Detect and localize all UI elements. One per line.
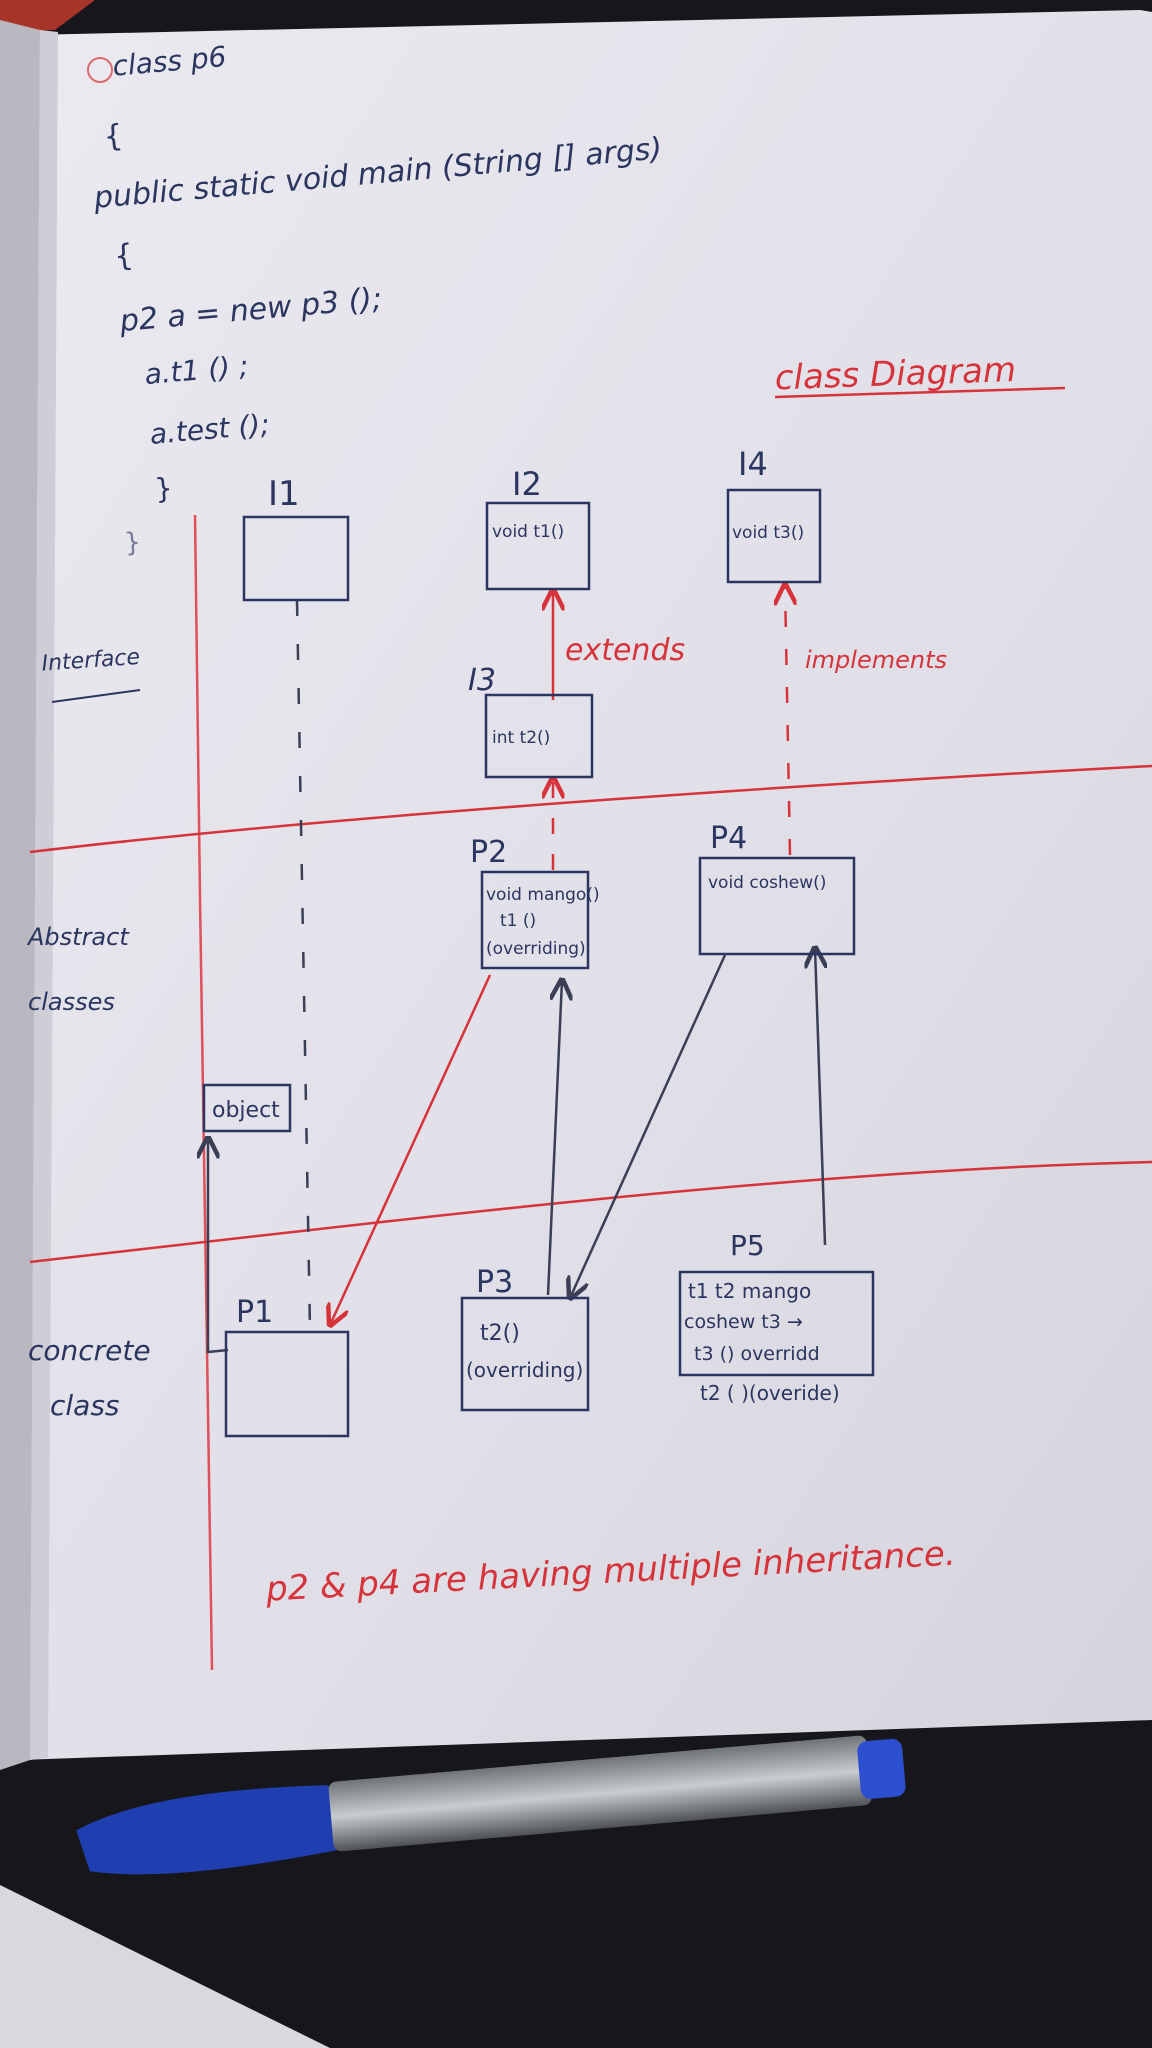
node-i1: I1 [242,474,350,602]
node-p2-line-0: void mango() [486,885,600,905]
node-p5: P5 t1 t2 mango coshew t3 → t3 () overrid… [678,1229,875,1405]
node-object: object [202,1083,292,1133]
section-label-concrete-1: concrete [28,1334,151,1367]
section-label-concrete-2: class [50,1389,120,1422]
node-i3-title: I3 [468,663,496,698]
paper-corner [0,1885,330,2048]
node-p2-line-2: (overriding) [486,939,586,959]
edge-p1-object [208,1138,229,1354]
node-p5-line-3: t2 ( )(overide) [700,1381,840,1405]
label-extends: extends [565,633,685,668]
node-p3-line-0: t2() [480,1321,520,1346]
node-p4-line-0: void coshew() [708,873,826,893]
pen-end [857,1738,906,1799]
node-i4-title: I4 [738,445,768,483]
title-underline [774,386,1066,399]
node-p3-line-1: (overriding) [466,1358,583,1382]
section-label-abstract-2: classes [28,988,115,1016]
edge-p3-p2 [546,980,562,1296]
node-p5-title: P5 [730,1229,765,1262]
node-p3: P3 t2() (overriding) [460,1265,590,1412]
notebook-page [20,10,1152,1760]
node-p2-line-1: t1 () [500,911,536,931]
node-i4-line-0: void t3() [732,523,804,543]
red-cloth-corner [0,0,95,32]
divider-abstract-concrete [29,1160,1152,1264]
node-i2-title: I2 [512,465,542,503]
notebook-spine [0,20,40,1770]
code-close-brace-2: } [123,527,142,558]
node-i3: I3 int t2() [468,663,594,779]
code-close-brace-1: } [153,471,174,505]
edge-i1-p1 [295,599,312,1331]
edge-p2-p1 [330,974,492,1325]
node-i3-line-0: int t2() [492,728,550,748]
code-open-brace-2: { [113,238,135,275]
node-i1-title: I1 [268,474,300,514]
node-object-line-0: object [212,1098,280,1123]
edge-p4-p3 [570,954,727,1298]
divider-interface-abstract [29,764,1152,854]
node-p1-title: P1 [236,1295,273,1330]
edge-p5-p4 [815,948,825,1246]
node-p5-line-1: coshew t3 → [684,1311,803,1333]
pen [76,1735,906,1875]
pen-barrel [328,1735,872,1852]
node-p4: P4 void coshew() [698,821,856,956]
node-p5-line-0: t1 t2 mango [688,1279,811,1303]
code-open-brace-1: { [102,118,124,155]
node-p1: P1 [224,1295,350,1438]
node-p2-title: P2 [470,835,507,870]
node-p3-title: P3 [476,1265,513,1300]
node-p4-title: P4 [710,821,747,856]
node-p2: P2 void mango() t1 () (overriding) [470,835,600,970]
node-p5-line-2: t3 () overridd [694,1343,820,1365]
edge-p4-i4-implements [785,585,790,856]
node-i2-line-0: void t1() [492,522,564,542]
label-implements: implements [805,646,947,674]
node-i4: I4 void t3() [726,445,822,584]
pen-cap [76,1785,344,1875]
node-i2: I2 void t1() [485,465,591,591]
section-label-abstract-1: Abstract [26,923,130,951]
